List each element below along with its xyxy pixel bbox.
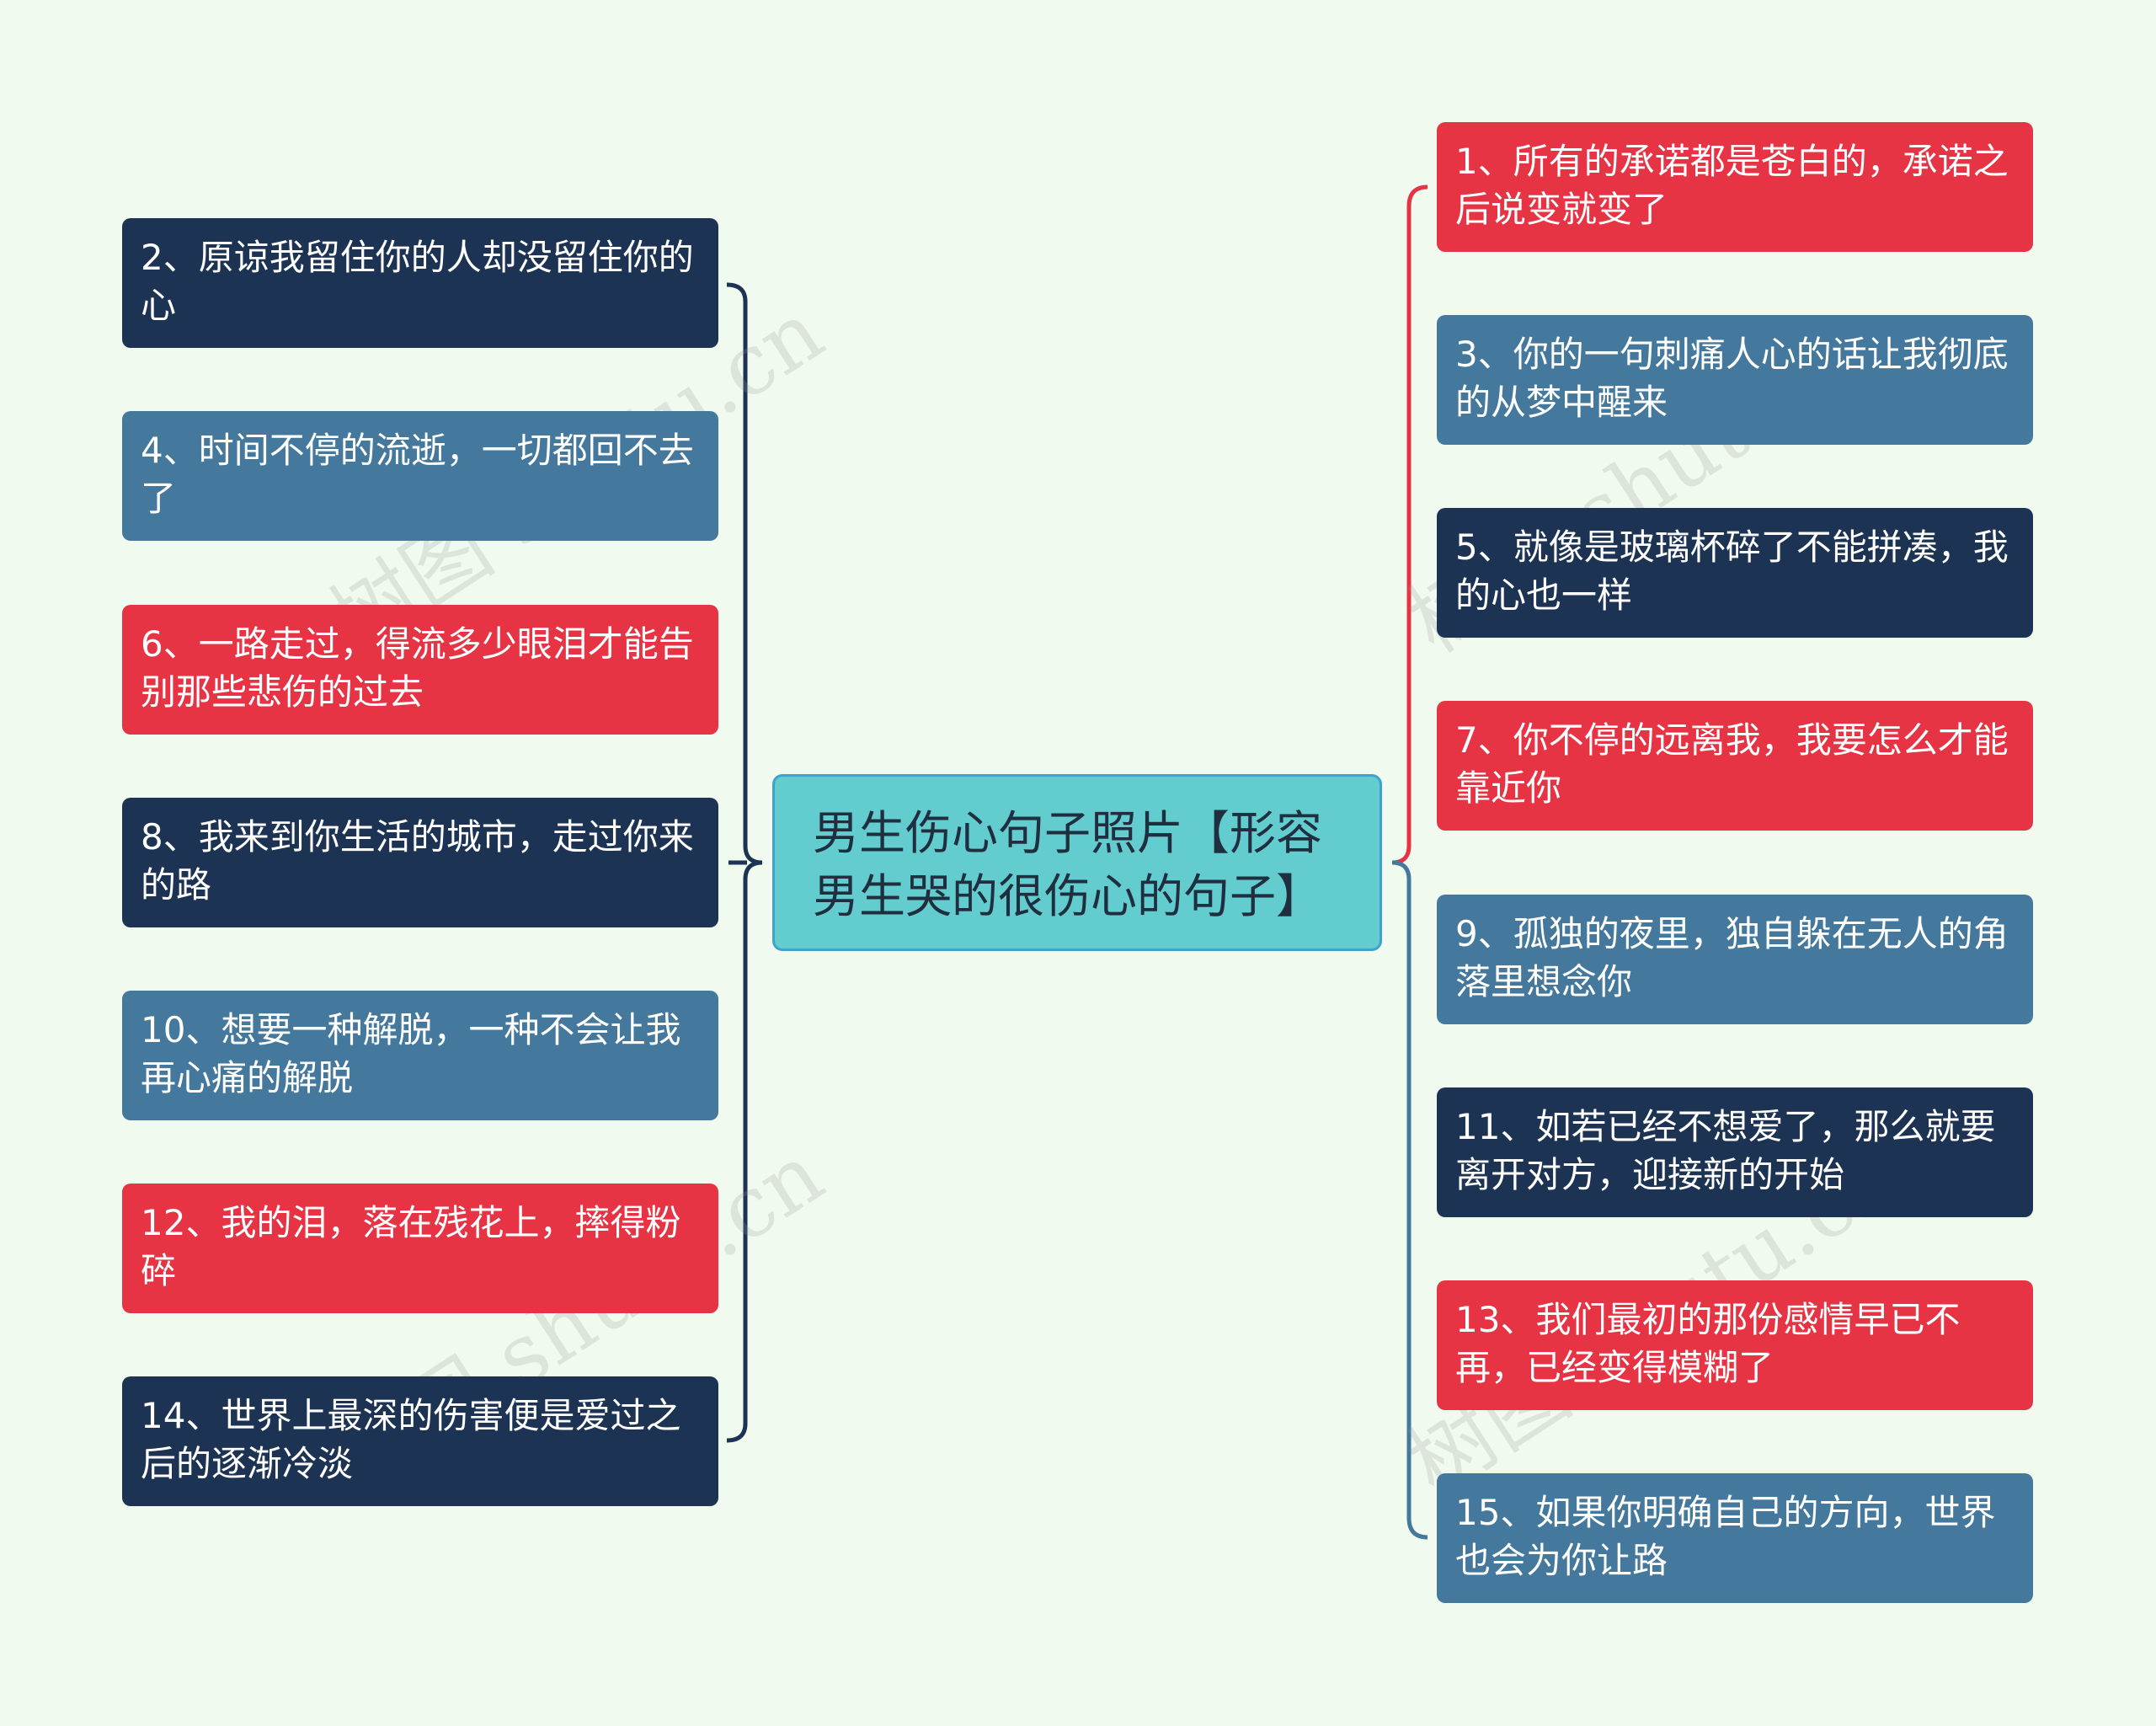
branch-node-1[interactable]: 1、所有的承诺都是苍白的，承诺之后说变就变了 [1437,122,2033,252]
central-topic[interactable]: 男生伤心句子照片【形容男生哭的很伤心的句子】 [772,774,1382,951]
branch-node-15[interactable]: 15、如果你明确自己的方向，世界也会为你让路 [1437,1473,2033,1603]
branch-node-14[interactable]: 14、世界上最深的伤害便是爱过之后的逐渐冷淡 [122,1376,718,1506]
branch-node-12[interactable]: 12、我的泪，落在残花上，摔得粉碎 [122,1184,718,1313]
branch-node-10[interactable]: 10、想要一种解脱，一种不会让我再心痛的解脱 [122,991,718,1120]
branch-node-6[interactable]: 6、一路走过，得流多少眼泪才能告别那些悲伤的过去 [122,605,718,735]
left-bracket-lower [726,860,763,1443]
branch-node-8[interactable]: 8、我来到你生活的城市，走过你来的路 [122,798,718,927]
branch-node-9[interactable]: 9、孤独的夜里，独自躲在无人的角落里想念你 [1437,895,2033,1024]
right-bracket-lower [1391,860,1428,1540]
branch-node-7[interactable]: 7、你不停的远离我，我要怎么才能靠近你 [1437,701,2033,831]
branch-node-4[interactable]: 4、时间不停的流逝，一切都回不去了 [122,411,718,541]
right-bracket-upper [1391,184,1428,865]
branch-node-11[interactable]: 11、如若已经不想爱了，那么就要离开对方，迎接新的开始 [1437,1087,2033,1217]
branch-node-5[interactable]: 5、就像是玻璃杯碎了不能拼凑，我的心也一样 [1437,508,2033,638]
branch-node-3[interactable]: 3、你的一句刺痛人心的话让我彻底的从梦中醒来 [1437,315,2033,445]
branch-node-13[interactable]: 13、我们最初的那份感情早已不再，已经变得模糊了 [1437,1280,2033,1410]
branch-node-2[interactable]: 2、原谅我留住你的人却没留住你的心 [122,218,718,348]
left-bracket [726,282,763,865]
